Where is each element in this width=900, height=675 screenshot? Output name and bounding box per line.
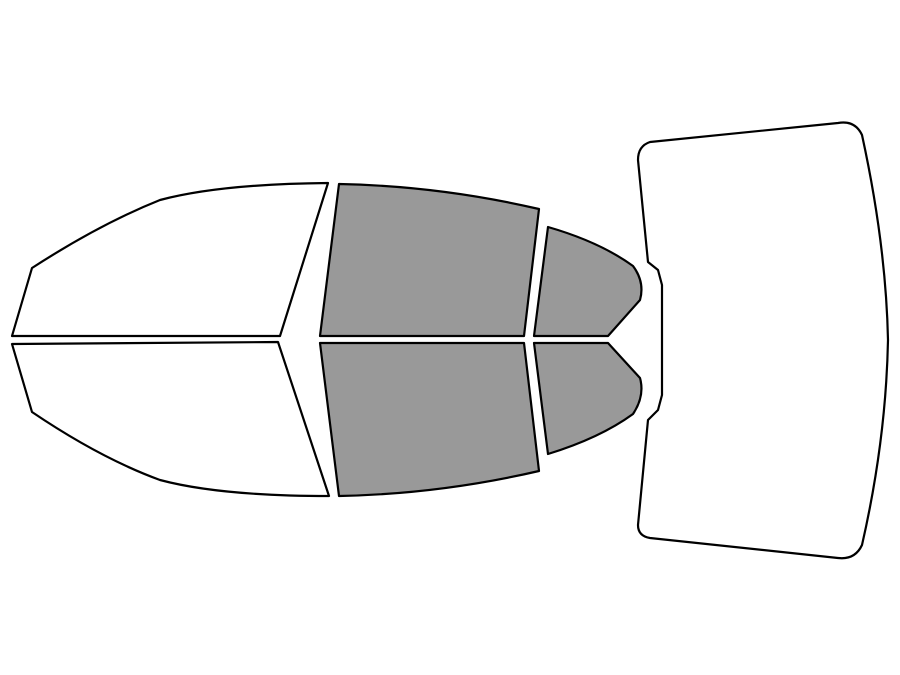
front-door-window-bottom (318, 341, 541, 498)
rear-door-window-bottom (532, 341, 643, 456)
rear-windshield (636, 121, 890, 560)
rear-door-window-top (532, 225, 643, 338)
front-door-window-top (318, 182, 541, 338)
windshield-left-half (10, 181, 330, 338)
windshield-right-half (10, 340, 331, 498)
